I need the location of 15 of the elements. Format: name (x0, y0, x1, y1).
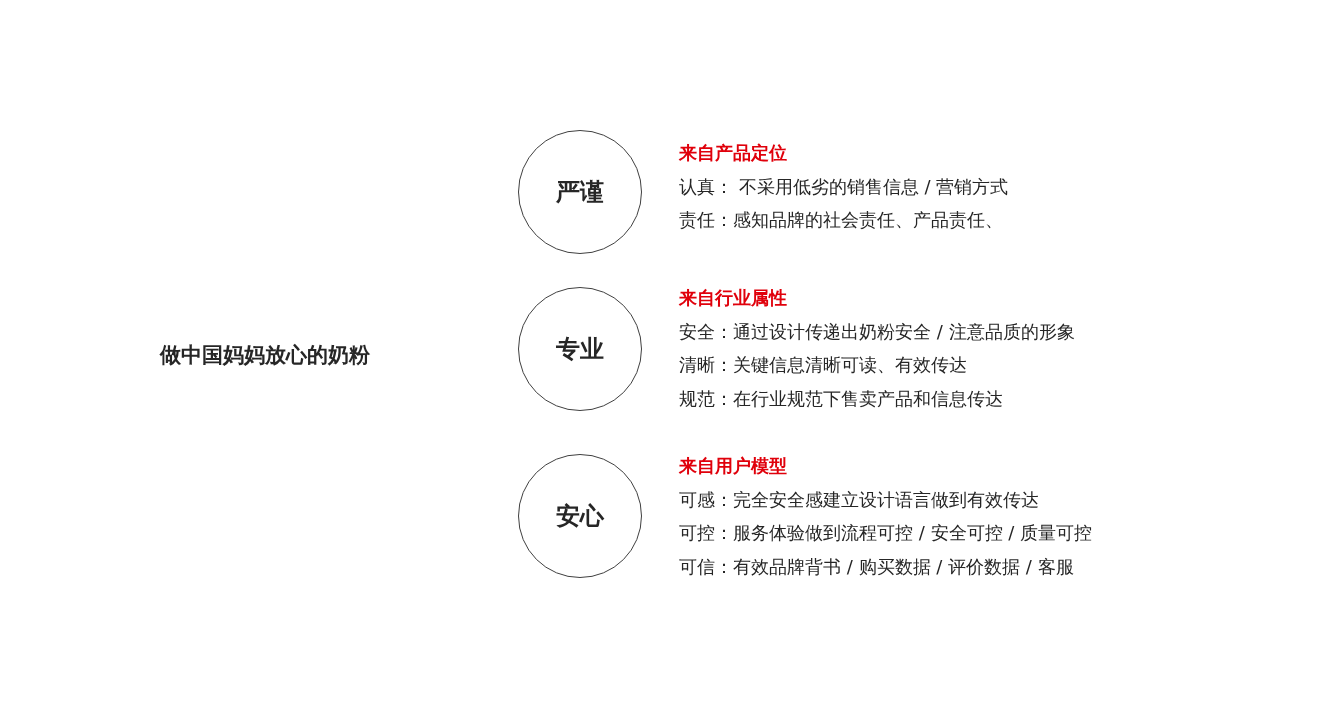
section-heading: 来自行业属性 (679, 286, 787, 310)
title: 做中国妈妈放心的奶粉 (160, 342, 370, 368)
topic-circle: 专业 (518, 287, 642, 411)
description-text: 可信：有效品牌背书 / 购买数据 / 评价数据 / 客服 (679, 555, 1074, 580)
description-text: 认真： 不采用低劣的销售信息 / 营销方式 (679, 174, 1009, 199)
topic-circle: 安心 (518, 454, 642, 578)
description-text: 清晰：关键信息清晰可读、有效传达 (679, 353, 967, 378)
section-heading: 来自用户模型 (679, 454, 787, 478)
description-text: 可感：完全安全感建立设计语言做到有效传达 (679, 487, 1039, 512)
description-text: 可控：服务体验做到流程可控 / 安全可控 / 质量可控 (679, 521, 1092, 546)
description-text: 责任：感知品牌的社会责任、产品责任、 (679, 208, 1003, 233)
description-text: 安全：通过设计传递出奶粉安全 / 注意品质的形象 (679, 319, 1075, 344)
description-text: 规范：在行业规范下售卖产品和信息传达 (679, 387, 1003, 412)
section-heading: 来自产品定位 (679, 141, 787, 165)
topic-circle: 严谨 (518, 130, 642, 254)
